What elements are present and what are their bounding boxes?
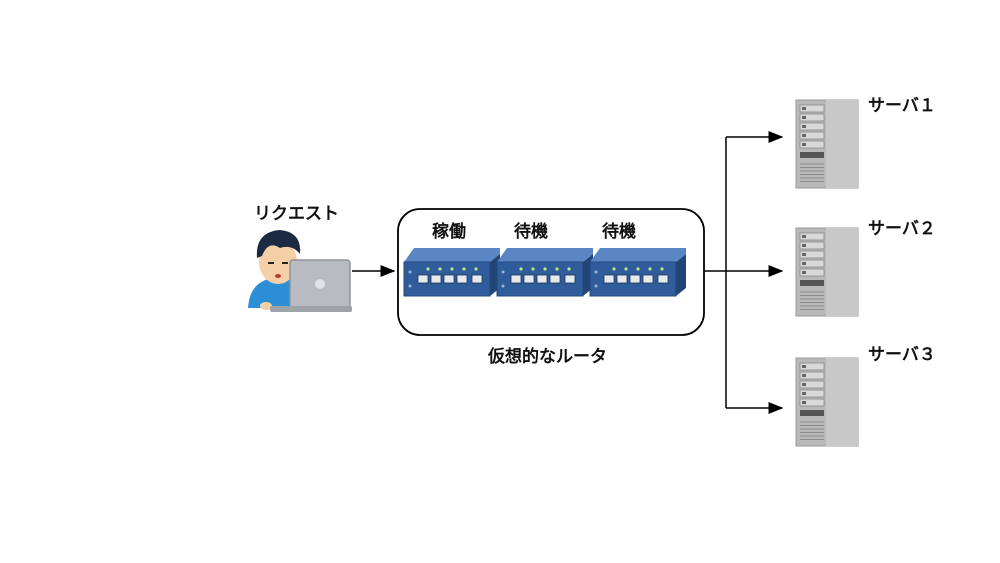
server-3-label: サーバ３ bbox=[868, 345, 936, 365]
router-status-3: 待機 bbox=[602, 222, 636, 242]
server-connection-lines bbox=[704, 131, 784, 414]
request-label: リクエスト bbox=[254, 204, 339, 224]
router-unit-icon bbox=[403, 248, 500, 297]
router-group-box bbox=[397, 208, 705, 336]
server-2-label: サーバ２ bbox=[868, 219, 936, 239]
router-unit-icon bbox=[496, 248, 593, 297]
user-with-laptop-icon bbox=[248, 230, 352, 312]
server-1-label: サーバ１ bbox=[868, 96, 936, 116]
virtual-router-label: 仮想的なルータ bbox=[488, 347, 607, 367]
router-unit-icon bbox=[589, 248, 686, 297]
server-tower-icon bbox=[795, 357, 859, 447]
router-status-1: 稼働 bbox=[432, 222, 466, 242]
router-status-2: 待機 bbox=[514, 222, 548, 242]
server-tower-icon bbox=[795, 227, 859, 317]
server-tower-icon bbox=[795, 99, 859, 189]
